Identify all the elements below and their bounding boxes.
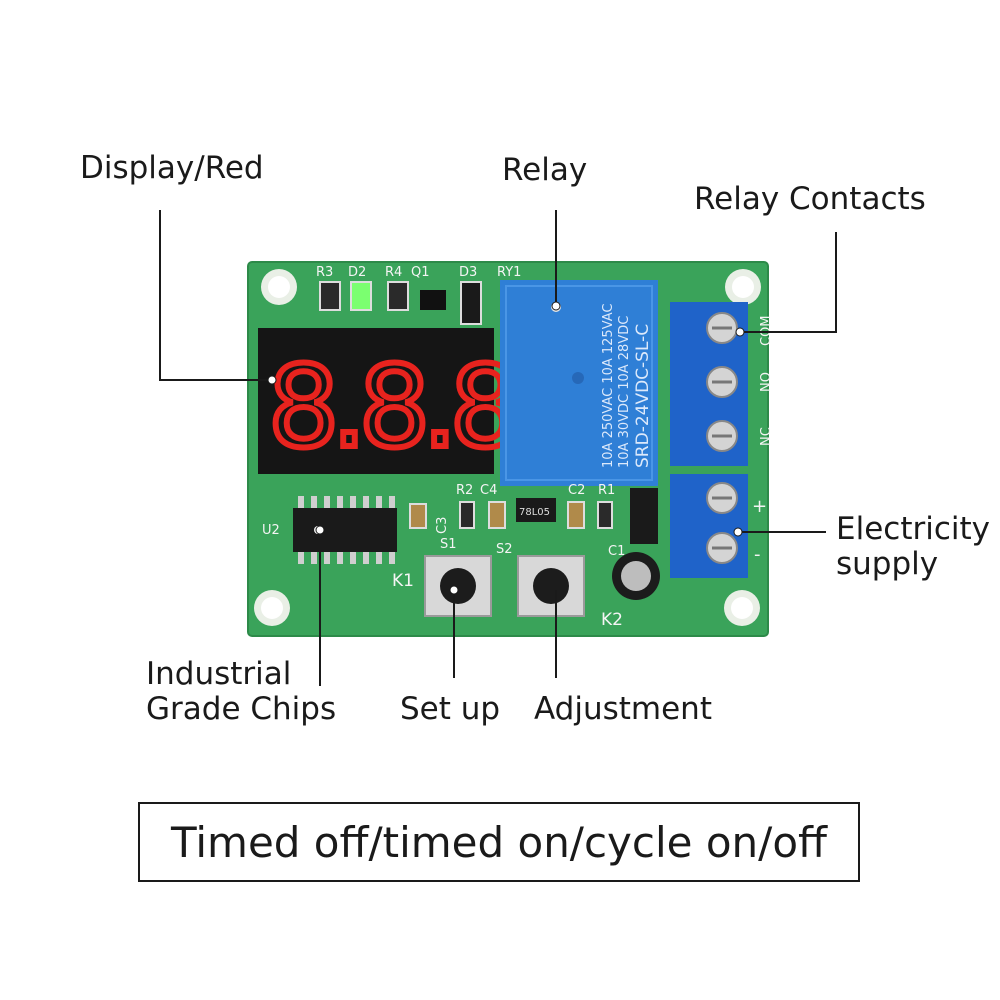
silk-r2: R2	[456, 483, 473, 498]
silk-r3: R3	[316, 265, 333, 280]
callout-lines	[159, 210, 837, 686]
silk-s2: S2	[496, 542, 513, 557]
relay-text-line3: SRD-24VDC-SL-C	[633, 324, 653, 468]
silk-c1: C1	[608, 544, 625, 559]
silk-q1: Q1	[411, 265, 430, 280]
silk-d3: D3	[459, 265, 477, 280]
silk-r1: R1	[598, 483, 615, 498]
silk-minus: -	[754, 544, 761, 565]
callout-relay-contacts: Relay Contacts	[694, 181, 926, 217]
callout-electricity-line1: Electricity	[836, 511, 990, 547]
ic-chip-u2	[293, 496, 397, 564]
silk-no: NO	[759, 372, 774, 392]
silk-u2: U2	[262, 523, 280, 538]
silk-nc: NC	[759, 427, 774, 446]
silk-ry1: RY1	[497, 265, 521, 280]
display-digits: 8.8.8.	[268, 343, 541, 473]
callout-adjustment: Adjustment	[534, 691, 712, 727]
capacitor-c1	[612, 552, 660, 600]
silk-r4: R4	[385, 265, 402, 280]
callout-display: Display/Red	[80, 150, 264, 186]
silk-s1: S1	[440, 537, 457, 552]
silk-k2: K2	[601, 610, 623, 630]
silk-k1: K1	[392, 571, 414, 591]
button-k1	[424, 555, 492, 617]
smd-components	[409, 488, 658, 544]
callout-setup: Set up	[400, 691, 501, 727]
relay-text-line2: 10A 30VDC 10A 28VDC	[617, 316, 632, 468]
callout-electricity-line2: supply	[836, 546, 939, 582]
mounting-holes	[254, 269, 761, 626]
callout-chips-line2: Grade Chips	[146, 691, 337, 727]
top-components	[319, 281, 482, 325]
silk-c3: C3	[435, 517, 450, 534]
callout-chips-line1: Industrial	[146, 656, 292, 692]
silk-d2: D2	[348, 265, 366, 280]
silk-c4: C4	[480, 483, 497, 498]
seven-segment-display	[258, 328, 494, 474]
silk-c2: C2	[568, 483, 585, 498]
caption-box: Timed off/timed on/cycle on/off	[138, 802, 860, 882]
callout-relay: Relay	[502, 152, 588, 188]
caption-text: Timed off/timed on/cycle on/off	[171, 817, 827, 867]
silk-plus: +	[752, 496, 767, 517]
regulator-label: 78L05	[519, 507, 550, 518]
relay-text-line1: 10A 250VAC 10A 125VAC	[601, 304, 616, 469]
button-k2	[517, 555, 585, 617]
silk-com: COM	[759, 315, 774, 346]
